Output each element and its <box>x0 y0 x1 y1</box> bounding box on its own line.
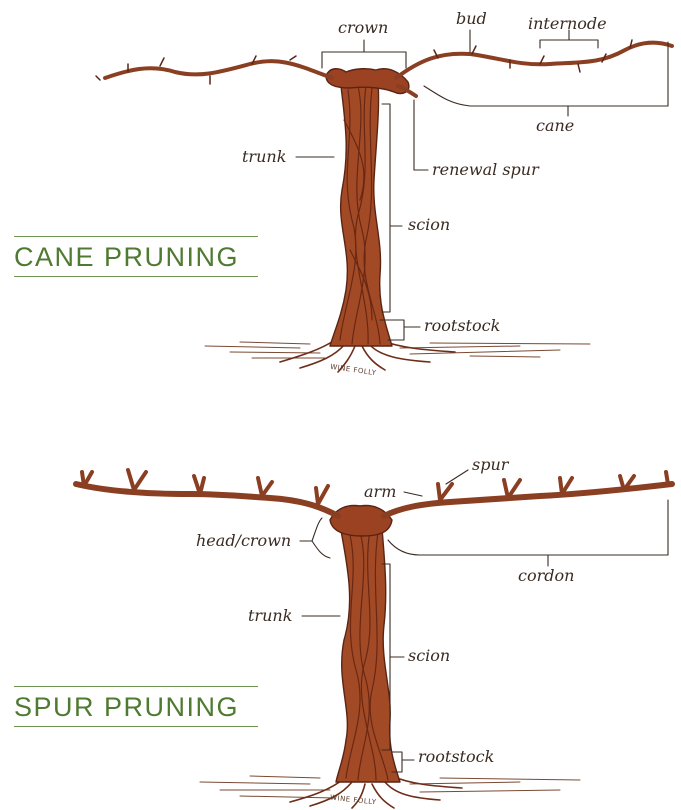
cane-title-rule-top <box>14 236 258 237</box>
label-internode: internode <box>528 16 607 32</box>
label-rootstock: rootstock <box>424 318 500 334</box>
cane-vine <box>96 40 672 372</box>
label-cordon: cordon <box>518 568 574 584</box>
spur-left-arm <box>76 484 338 516</box>
spur-pruning-title: SPUR PRUNING <box>14 694 239 721</box>
label-spur-scion: scion <box>408 648 450 664</box>
spur-head <box>330 506 392 536</box>
spur-title-rule-top <box>14 686 258 687</box>
cane-left-cane <box>105 61 332 78</box>
label-head-crown: head/crown <box>196 533 291 549</box>
label-renewal-spur: renewal spur <box>432 162 539 178</box>
label-trunk: trunk <box>242 149 286 165</box>
label-scion: scion <box>408 217 450 233</box>
label-bud: bud <box>456 11 487 27</box>
label-crown: crown <box>338 20 388 36</box>
cane-title-rule-bottom <box>14 276 258 277</box>
cane-pruning-title: CANE PRUNING <box>14 244 239 271</box>
label-spur: spur <box>472 457 508 473</box>
label-spur-rootstock: rootstock <box>418 749 494 765</box>
label-spur-trunk: trunk <box>248 608 292 624</box>
label-cane: cane <box>536 118 574 134</box>
spur-vine <box>76 470 672 808</box>
label-arm: arm <box>364 484 396 500</box>
cane-ground-lines <box>205 342 590 358</box>
spur-right-arm <box>384 484 672 516</box>
spur-title-rule-bottom <box>14 726 258 727</box>
